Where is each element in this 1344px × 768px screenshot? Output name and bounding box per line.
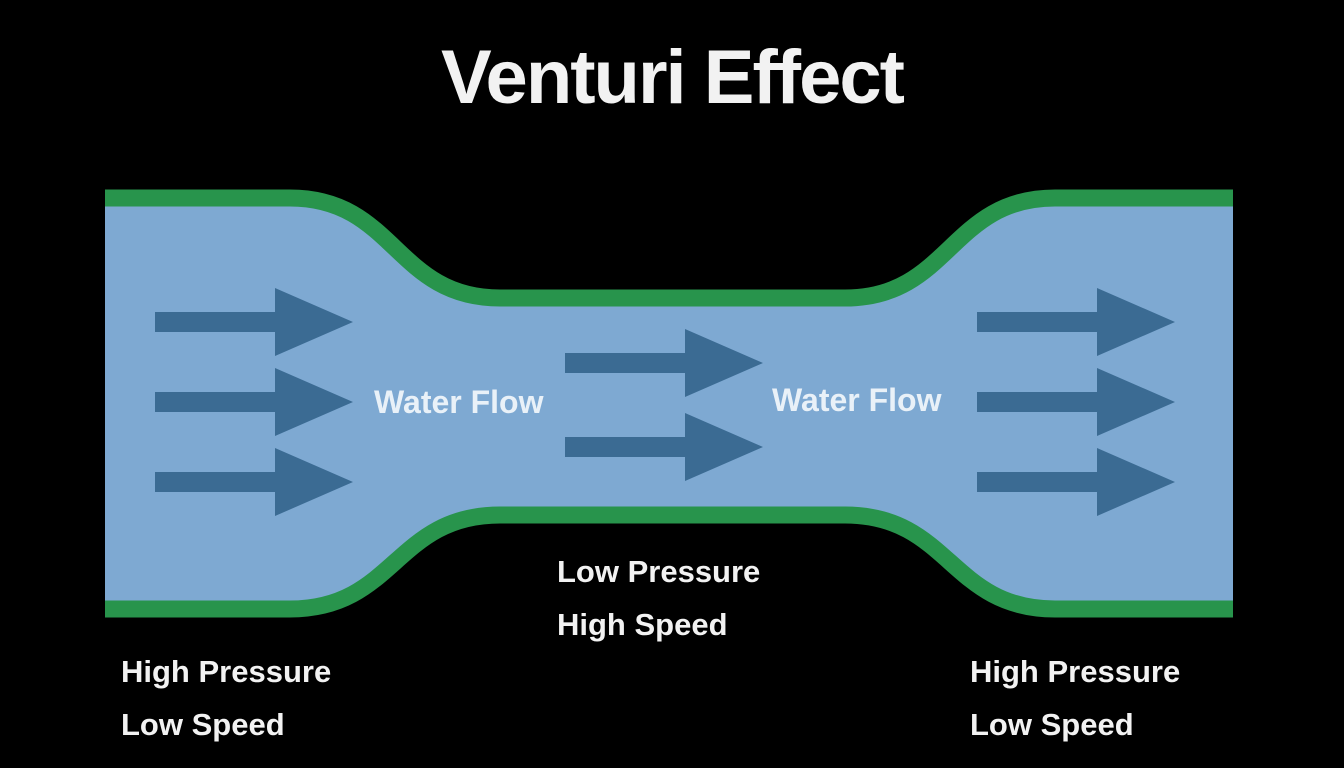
water-flow-label-left: Water Flow [374,384,544,420]
inlet-label-line1: High Pressure [121,654,332,689]
pipe-wall-bottom [105,506,1233,618]
outlet-label: High Pressure Low Speed [970,645,1180,751]
throat-label-line2: High Speed [557,607,728,642]
diagram-title: Venturi Effect [441,35,905,120]
water-flow-label-right: Water Flow [772,382,942,418]
throat-label-line1: Low Pressure [557,554,761,589]
outlet-label-line2: Low Speed [970,707,1134,742]
inlet-label-line2: Low Speed [121,707,285,742]
outlet-label-line1: High Pressure [970,654,1181,689]
inlet-label: High Pressure Low Speed [121,645,331,751]
pipe-wall-top [105,189,1233,307]
throat-label: Low Pressure High Speed [557,545,760,651]
pipe-body [105,190,1233,617]
